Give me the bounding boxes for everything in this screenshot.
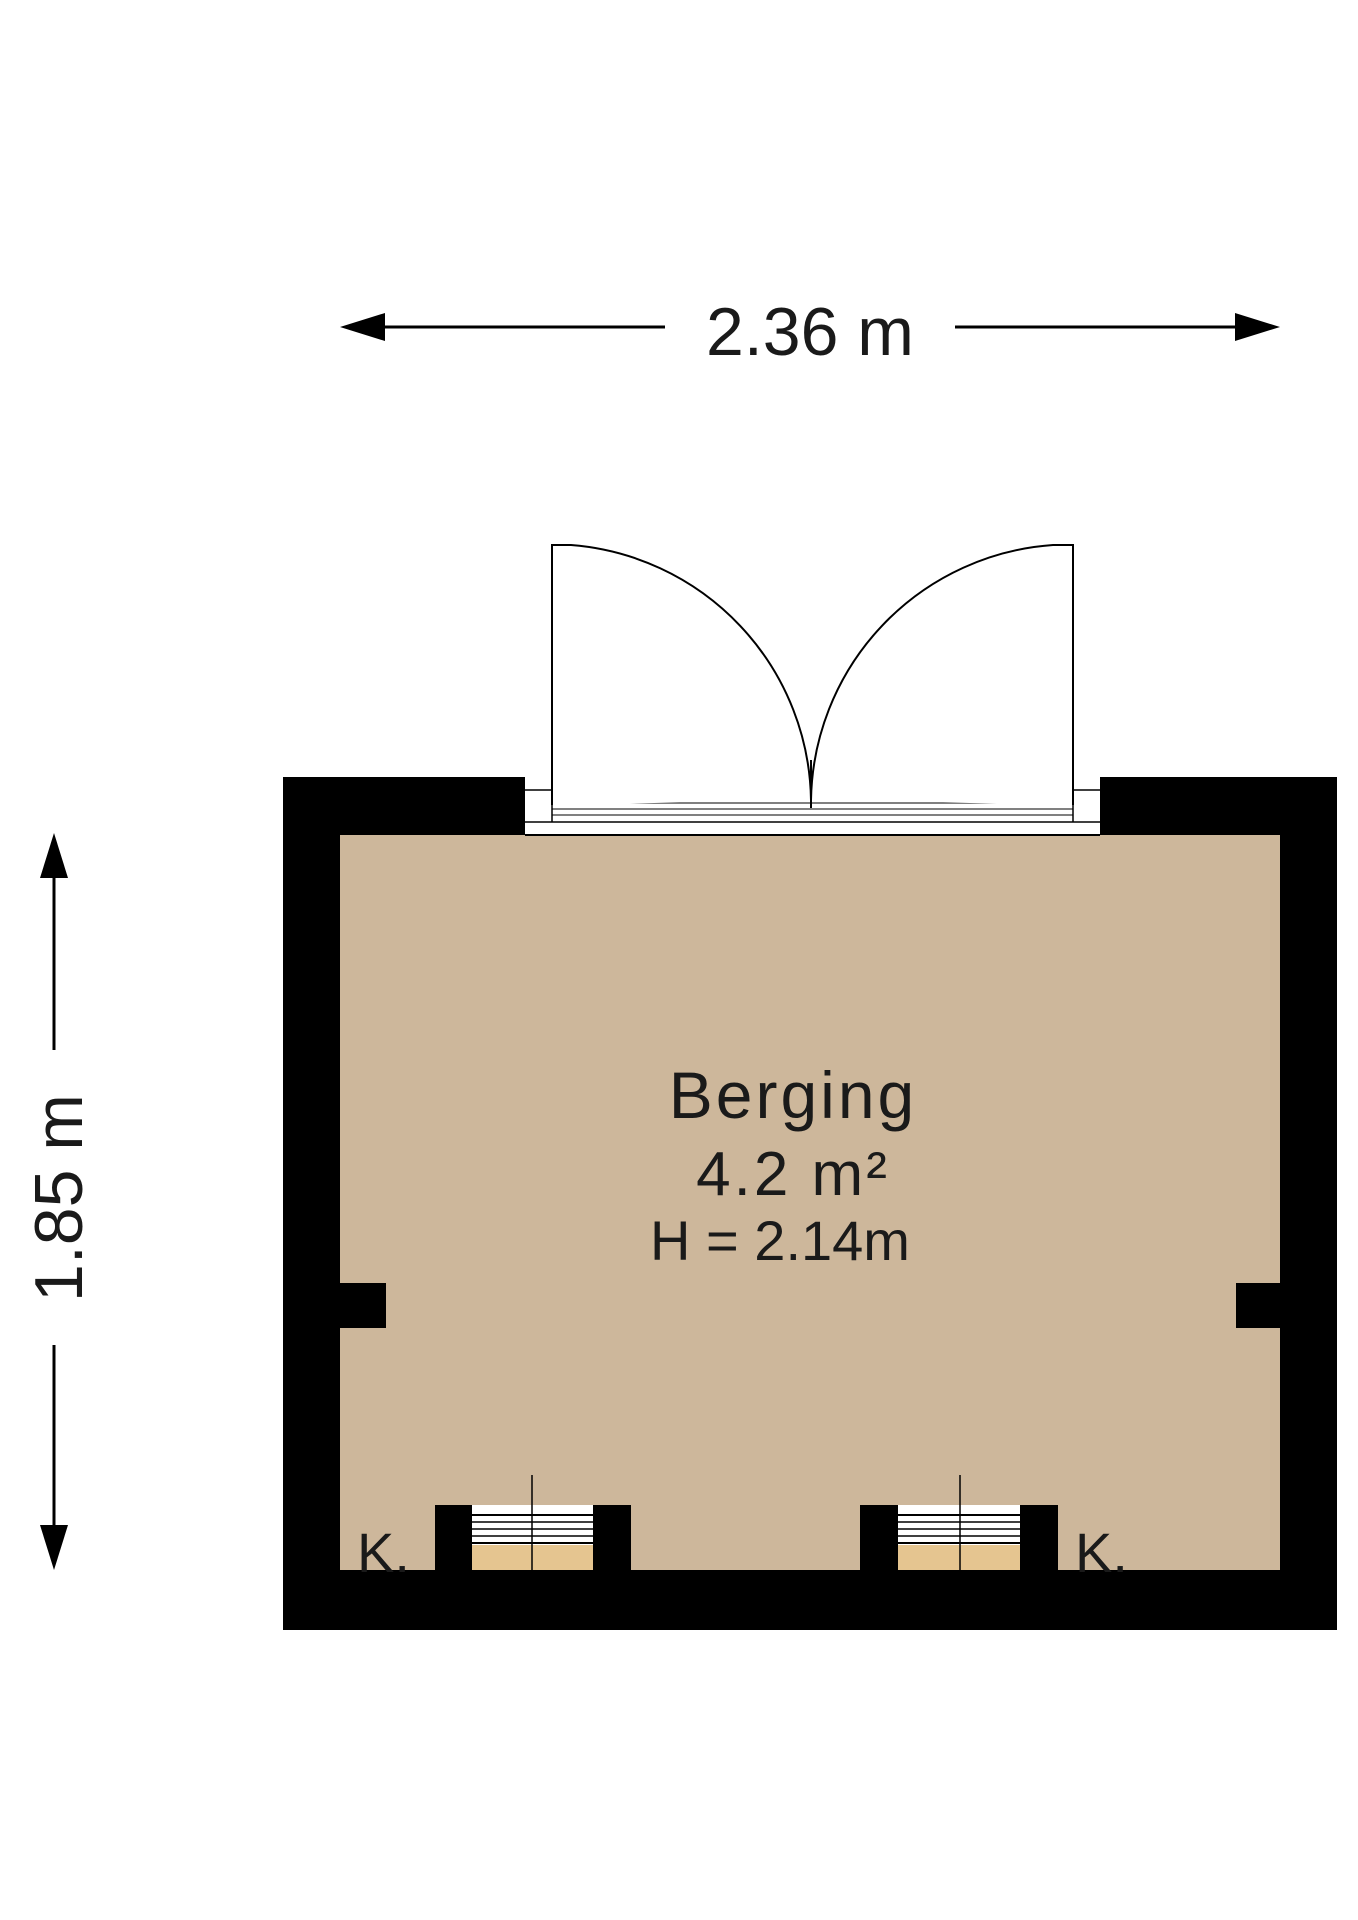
- room-area: 4.2 m²: [696, 1140, 890, 1209]
- arrow-down-icon: [40, 1525, 68, 1570]
- basement-window-left: [472, 1475, 593, 1570]
- pillar-3: [860, 1505, 898, 1570]
- arrow-right-icon: [1235, 313, 1280, 341]
- width-label: 2.36 m: [706, 294, 914, 370]
- pillar-1: [435, 1505, 472, 1570]
- room-floor: [340, 835, 1280, 1570]
- fixture-label-left: K.: [357, 1521, 410, 1584]
- door-leaf-right: [810, 544, 1074, 805]
- room-name: Berging: [669, 1058, 918, 1132]
- arrow-left-icon: [340, 313, 385, 341]
- wall-left: [283, 777, 340, 1630]
- arrow-up-icon: [40, 833, 68, 878]
- room-height: H = 2.14m: [650, 1209, 910, 1272]
- double-door: [525, 544, 1100, 836]
- wall-bottom: [283, 1570, 1337, 1630]
- door-leaf-left: [551, 544, 812, 805]
- wall-right: [1280, 777, 1337, 1630]
- pillar-2: [593, 1505, 631, 1570]
- walls: [283, 777, 1337, 1630]
- wall-notch-right: [1236, 1283, 1280, 1328]
- height-label: 1.85 m: [21, 1094, 97, 1302]
- height-dimension: 1.85 m: [21, 833, 97, 1570]
- basement-window-right: [898, 1475, 1020, 1570]
- width-dimension: 2.36 m: [340, 294, 1280, 370]
- pillar-4: [1020, 1505, 1058, 1570]
- fixture-label-right: K.: [1075, 1521, 1128, 1584]
- wall-notch-left: [340, 1283, 386, 1328]
